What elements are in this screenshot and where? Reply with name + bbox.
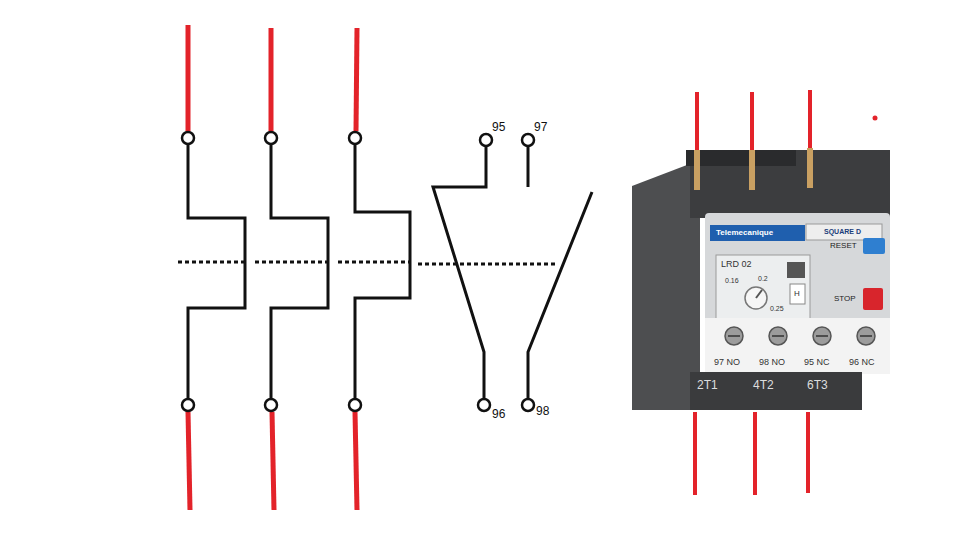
relay-side xyxy=(632,160,700,410)
red-wire xyxy=(753,412,757,495)
terminal-marking: 2T1 xyxy=(697,379,718,391)
relay-top-ridge xyxy=(686,150,796,166)
terminal-pin xyxy=(807,148,813,188)
terminal-marking: 95 NC xyxy=(804,358,830,367)
red-wire xyxy=(356,28,357,131)
mechanical-link xyxy=(178,261,245,264)
terminal-marking: 98 NO xyxy=(759,358,785,367)
terminal-number: 96 xyxy=(492,408,505,420)
setting-window xyxy=(716,255,810,319)
red-wire xyxy=(188,412,190,510)
terminal-circle xyxy=(478,399,490,411)
brand-plate xyxy=(806,224,882,240)
screw-slot xyxy=(728,335,740,337)
terminal-marking: 4T2 xyxy=(753,379,774,391)
terminal-screw xyxy=(813,327,831,345)
red-wire xyxy=(808,90,812,158)
bimetal-element xyxy=(271,144,328,399)
red-wire xyxy=(269,28,274,131)
aux-contact-nc xyxy=(433,146,486,399)
terminal-circle xyxy=(265,399,277,411)
model-number: LRD 02 xyxy=(721,260,752,269)
terminal-screw xyxy=(725,327,743,345)
mechanical-link xyxy=(338,261,410,264)
dial-value: 0.2 xyxy=(758,275,768,282)
dial-value: 0.16 xyxy=(725,277,739,284)
mechanical-link xyxy=(418,263,555,266)
mode-switch xyxy=(790,284,805,304)
terminal-marking: 97 NO xyxy=(714,358,740,367)
relay-base xyxy=(690,372,862,410)
mode-letter: H xyxy=(794,290,800,298)
mechanical-link xyxy=(255,261,328,264)
terminal-circle xyxy=(349,399,361,411)
terminal-circle xyxy=(182,399,194,411)
dial-pointer xyxy=(756,290,762,298)
reset-button xyxy=(863,238,885,254)
terminal-circle xyxy=(522,399,534,411)
terminal-pin xyxy=(694,150,700,190)
test-slot xyxy=(787,262,805,278)
red-wire xyxy=(693,412,697,495)
bimetal-element xyxy=(188,144,245,399)
screw-slot xyxy=(772,335,784,337)
aux-contact-no xyxy=(527,146,530,187)
current-dial xyxy=(745,287,767,309)
red-dot xyxy=(873,116,878,121)
red-wire xyxy=(750,92,754,160)
bimetal-element xyxy=(355,144,410,399)
brand-strip xyxy=(710,225,805,241)
screw-slot xyxy=(860,335,872,337)
dial-value: 0.25 xyxy=(770,305,784,312)
terminal-pin xyxy=(749,150,755,190)
button-label: STOP xyxy=(834,295,856,303)
red-wire xyxy=(272,412,274,510)
red-wire xyxy=(186,25,191,131)
button-label: RESET xyxy=(830,242,857,250)
front-panel xyxy=(705,213,890,331)
brand-name: SQUARE D xyxy=(824,228,861,235)
terminal-circle xyxy=(480,134,492,146)
red-wire xyxy=(355,412,357,510)
terminal-marking: 96 NC xyxy=(849,358,875,367)
brand-name: Telemecanique xyxy=(716,229,773,237)
terminal-block xyxy=(705,318,890,374)
stop-button xyxy=(863,288,883,310)
screw-slot xyxy=(816,335,828,337)
terminal-circle xyxy=(265,132,277,144)
red-wire xyxy=(806,412,810,493)
terminal-circle xyxy=(182,132,194,144)
terminal-screw xyxy=(857,327,875,345)
terminal-number: 97 xyxy=(534,121,547,133)
aux-contact-no xyxy=(528,192,592,399)
terminal-marking: 6T3 xyxy=(807,379,828,391)
terminal-number: 95 xyxy=(492,121,505,133)
terminal-number: 98 xyxy=(536,405,549,417)
terminal-circle xyxy=(349,132,361,144)
red-wire xyxy=(695,92,699,160)
terminal-screw xyxy=(769,327,787,345)
terminal-circle xyxy=(522,134,534,146)
